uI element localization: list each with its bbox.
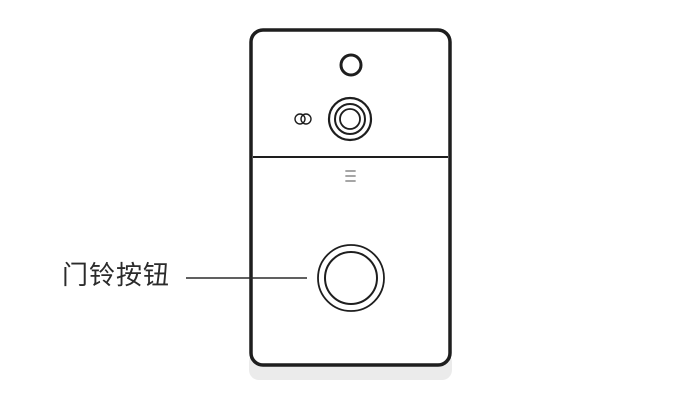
doorbell-button-icon: [317, 244, 385, 312]
doorbell-button-label: 门铃按钮: [62, 261, 171, 291]
top-led-icon: [339, 53, 363, 77]
dual-circle-sensor-icon: [294, 113, 312, 125]
speaker-grille-icon: [345, 170, 356, 182]
device-body: [249, 28, 452, 367]
camera-lens-icon: [327, 96, 373, 142]
